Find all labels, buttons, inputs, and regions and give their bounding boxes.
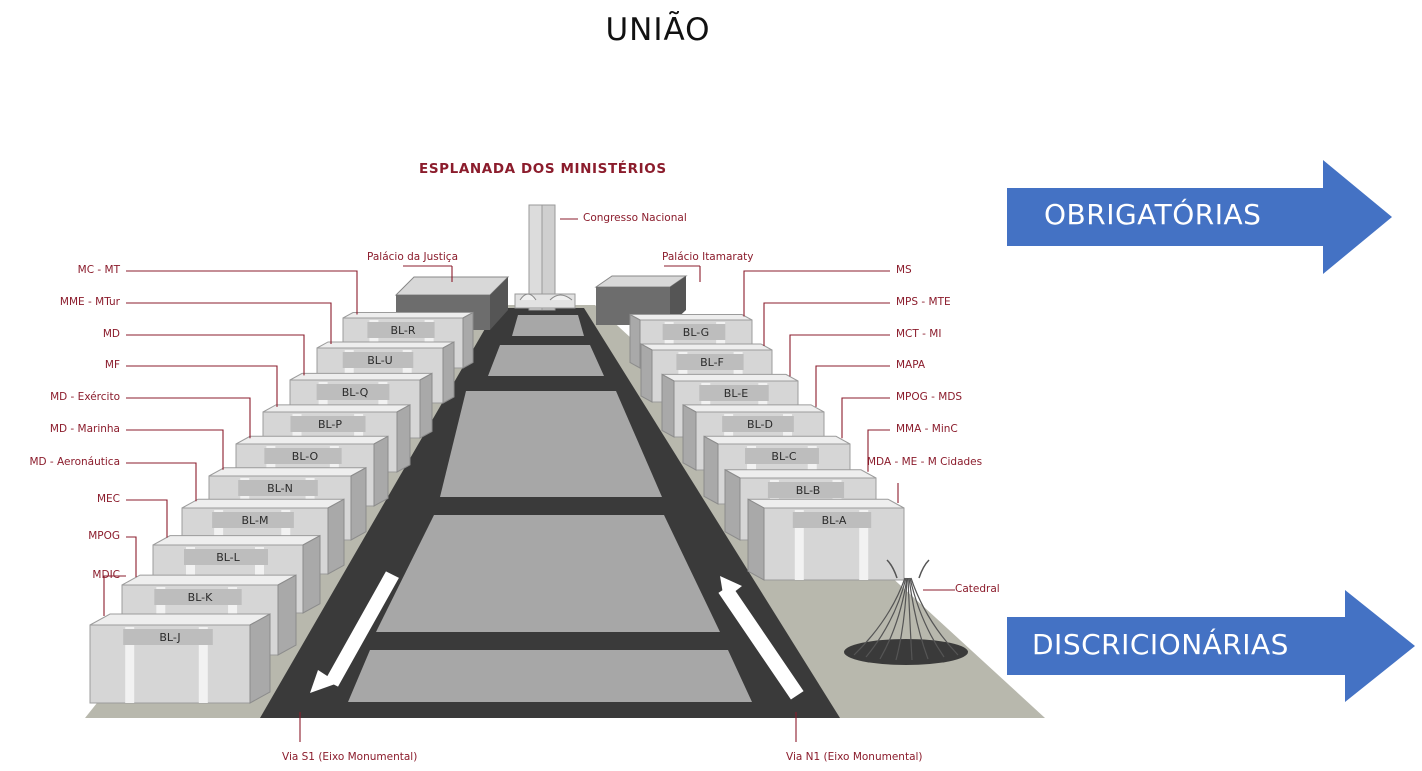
page-title: UNIÃO <box>605 12 711 48</box>
block-label: BL-B <box>796 484 821 497</box>
direction-arrow-south <box>325 571 399 687</box>
diagram-title: ESPLANADA DOS MINISTÉRIOS <box>419 161 667 177</box>
ministry-label-left: MPOG <box>88 530 120 542</box>
ministry-label-left: MDIC <box>92 569 120 581</box>
ministry-label-right: MCT - MI <box>896 328 942 340</box>
block-label: BL-C <box>771 450 796 463</box>
leader-line <box>815 365 890 407</box>
leader-line <box>126 270 358 315</box>
arrow-obrigatorias-label: OBRIGATÓRIAS <box>1044 198 1262 231</box>
block-label: BL-P <box>318 418 342 431</box>
label-palacio-itamaraty: Palácio Itamaraty <box>662 251 754 263</box>
ministry-label-right: MDA - ME - M Cidades <box>867 456 983 468</box>
block-label: BL-O <box>292 450 319 463</box>
ministry-label-left: MD <box>102 328 120 340</box>
leader-line <box>126 365 278 407</box>
leader-line <box>763 302 890 346</box>
block-label: BL-N <box>267 482 293 495</box>
ministry-label-right: MPS - MTE <box>896 296 951 308</box>
ministry-label-right: MS <box>896 264 912 276</box>
ministry-label-right: MMA - MinC <box>896 423 958 435</box>
landmark-leader-lines <box>299 218 955 742</box>
leader-line <box>126 397 251 439</box>
block-label: BL-R <box>390 324 415 337</box>
median-segments <box>348 315 752 702</box>
block-label: BL-Q <box>342 386 369 399</box>
left-buildings: BL-R BL-U BL-Q BL-P BL-O BL-N BL-M BL-L BL-K BL-J <box>89 311 474 704</box>
block-label: BL-K <box>188 591 213 604</box>
leader-line <box>126 334 305 376</box>
block-label: BL-U <box>367 354 393 367</box>
block-label: BL-L <box>216 551 240 564</box>
label-congresso: Congresso Nacional <box>583 212 687 224</box>
leader-line <box>743 270 890 317</box>
leader-line <box>126 302 332 344</box>
ministry-label-left: MME - MTur <box>59 296 120 308</box>
palacio-itamaraty-building <box>594 275 688 325</box>
leader-line <box>103 575 126 616</box>
arrow-discricionarias-shape <box>1007 590 1415 702</box>
ministry-label-left: MD - Aeronáutica <box>29 456 120 468</box>
leader-lines <box>103 270 899 616</box>
leader-line <box>126 429 224 470</box>
arrow-obrigatorias-shape <box>1007 160 1392 274</box>
building-bl-j: BL-J <box>89 613 271 704</box>
congresso-nacional-building <box>514 204 576 311</box>
ministry-label-right: MAPA <box>896 359 926 371</box>
ministry-label-left: MD - Marinha <box>49 423 120 435</box>
ministry-label-left: MD - Exército <box>50 391 120 403</box>
ministry-label-left: MF <box>104 359 120 371</box>
leader-line <box>867 429 890 472</box>
ministry-label-left: MEC <box>96 493 120 505</box>
block-label: BL-J <box>159 631 180 644</box>
block-label: BL-F <box>700 356 724 369</box>
leader-line <box>126 536 137 578</box>
ministry-label-left: MC - MT <box>77 264 120 276</box>
block-label: BL-M <box>242 514 269 527</box>
leader-line <box>126 462 197 502</box>
label-via-n1: Via N1 (Eixo Monumental) <box>786 751 923 763</box>
block-label: BL-G <box>683 326 709 339</box>
right-buildings: BL-G BL-F BL-E BL-D BL-C BL-B BL-A <box>629 313 905 581</box>
block-label: BL-E <box>724 387 748 400</box>
label-catedral: Catedral <box>955 583 1000 595</box>
direction-arrow-south-head <box>310 670 338 693</box>
ministry-label-right: MPOG - MDS <box>896 391 963 403</box>
label-via-s1: Via S1 (Eixo Monumental) <box>282 751 418 763</box>
block-label: BL-A <box>822 514 847 527</box>
block-label: BL-D <box>747 418 773 431</box>
leader-line <box>789 334 890 377</box>
building-bl-a: BL-A <box>747 498 905 581</box>
leader-line <box>841 397 890 439</box>
leader-line <box>126 499 168 538</box>
catedral-building <box>844 559 968 665</box>
arrow-discricionarias-label: DISCRICIONÁRIAS <box>1032 628 1289 661</box>
label-palacio-justica: Palácio da Justiça <box>367 251 458 263</box>
direction-arrow-north-head <box>720 576 742 600</box>
